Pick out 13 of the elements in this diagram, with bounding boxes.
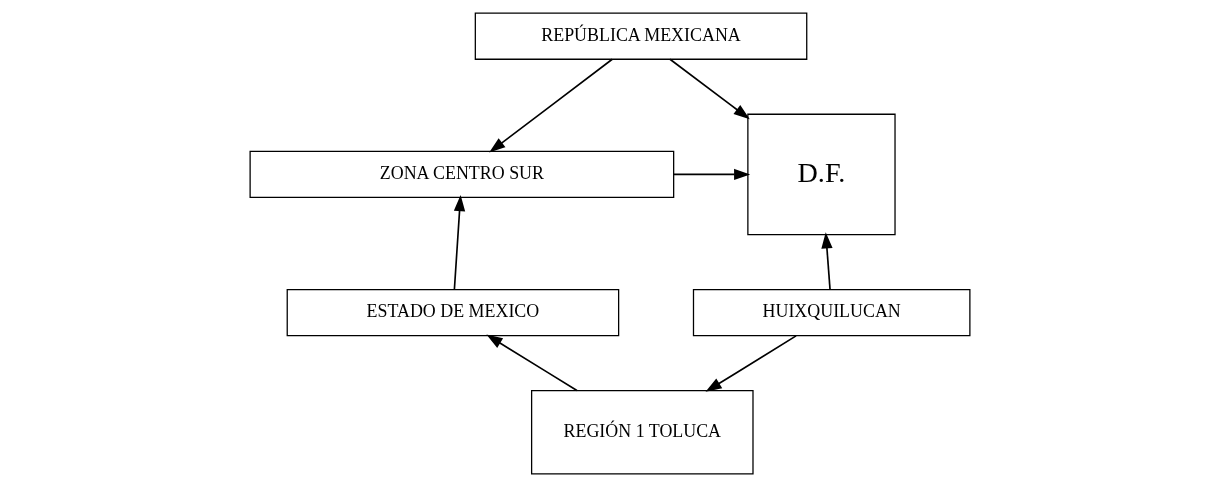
- node-box: D.F.: [746, 113, 896, 236]
- node-box: ZONA CENTRO SUR: [249, 150, 674, 199]
- node-box: REPÚBLICA MEXICANA: [474, 12, 807, 60]
- node-box: REGIÓN 1 TOLUCA: [530, 390, 754, 475]
- arrow: [672, 168, 750, 181]
- arrow: [488, 58, 613, 153]
- arrow: [485, 334, 578, 392]
- arrow: [705, 335, 797, 392]
- arrow: [820, 232, 833, 291]
- node-box: ESTADO DE MEXICO: [286, 288, 619, 337]
- arrow: [668, 58, 750, 120]
- node-box: HUIXQUILUCAN: [692, 288, 970, 337]
- arrow: [453, 194, 465, 290]
